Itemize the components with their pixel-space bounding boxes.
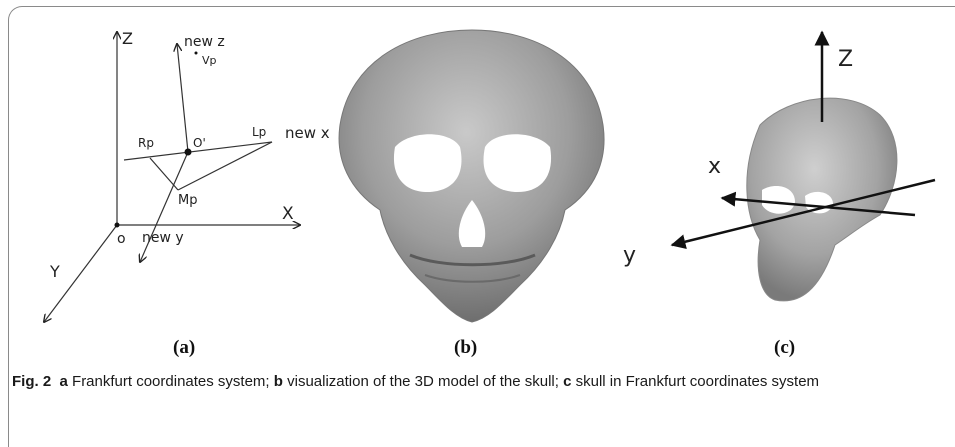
caption-text-b: visualization of the 3D model of the sku… <box>283 373 563 390</box>
skull-side-icon <box>747 98 897 301</box>
panel-c-label: (c) <box>774 337 795 359</box>
panel-c-diagram: Z x y <box>0 0 955 335</box>
panel-c-z-label: Z <box>838 47 853 72</box>
caption-text-c: skull in Frankfurt coordinates system <box>571 373 819 390</box>
figure-caption: Fig. 2 a Frankfurt coordinates system; b… <box>12 372 942 392</box>
panel-c-x-label: x <box>708 154 721 179</box>
panel-c-y-label: y <box>623 243 636 268</box>
caption-text-a: Frankfurt coordinates system; <box>68 373 274 390</box>
caption-key-b: b <box>274 373 283 390</box>
caption-key-a: a <box>60 373 68 390</box>
panel-a-label: (a) <box>173 337 195 359</box>
caption-fig-label: Fig. 2 <box>12 373 51 390</box>
panel-b-label: (b) <box>454 337 477 359</box>
